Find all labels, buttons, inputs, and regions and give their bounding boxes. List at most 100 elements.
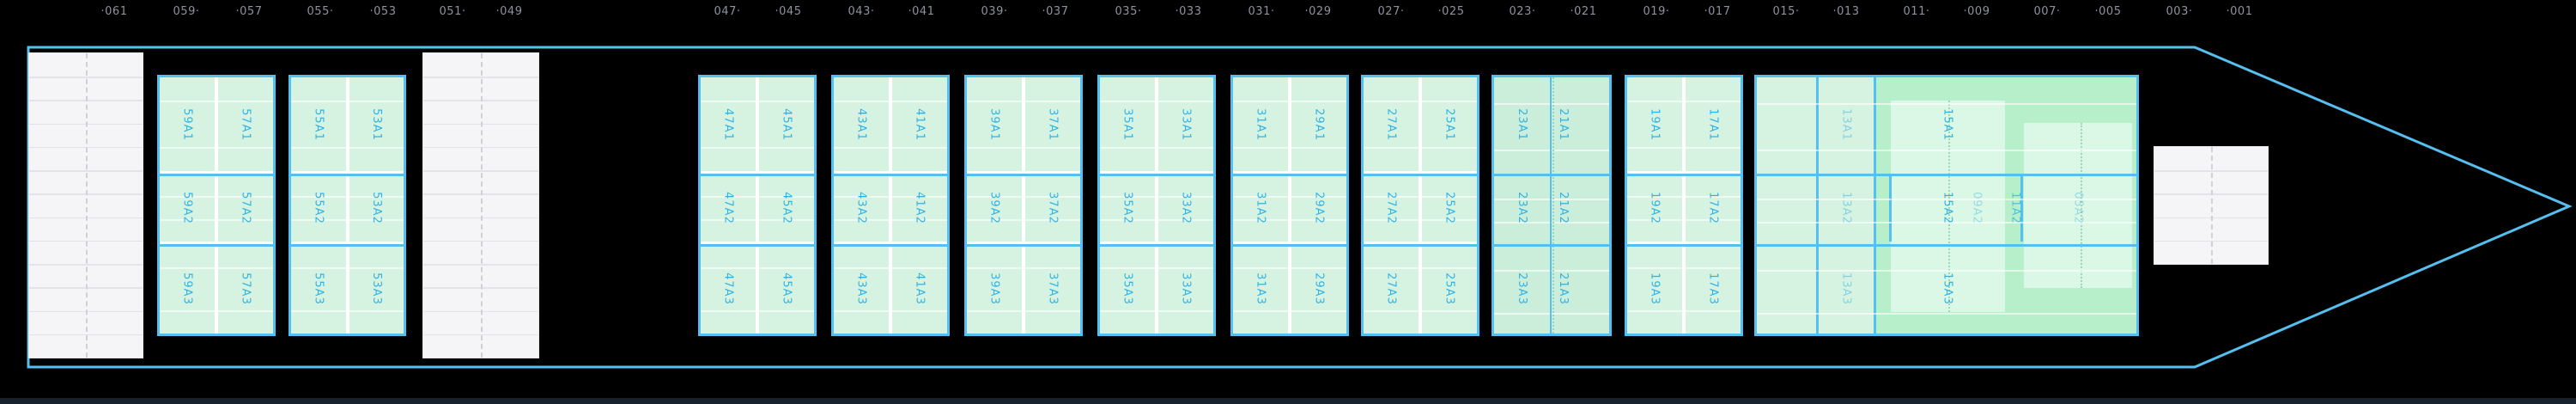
bay-cell-31A2[interactable]: 31A2 <box>1233 174 1288 242</box>
bay-cell-29A2[interactable]: 29A2 <box>1291 174 1346 242</box>
bay-label-45A3: 45A3 <box>780 272 793 305</box>
bay-cell-27A2[interactable]: 27A2 <box>1364 174 1419 242</box>
stern-hatch-grid-2 <box>422 52 539 358</box>
bay-label-21A2: 21A2 <box>1557 191 1570 224</box>
bay-cell-27A1[interactable]: 27A1 <box>1364 77 1419 171</box>
bay-cell-43A2[interactable]: 43A2 <box>834 174 889 242</box>
bay-label-57A2: 57A2 <box>239 191 252 224</box>
bay-cell-39A1[interactable]: 39A1 <box>967 77 1022 171</box>
bay-cell-45A2[interactable]: 45A2 <box>759 174 814 242</box>
bay-number-033: ·033 <box>1175 5 1202 18</box>
slot-subline <box>1686 267 1741 269</box>
slot-subline <box>1627 101 1682 102</box>
section-divider-line <box>1233 174 1346 176</box>
bow-overlay-panel-1 <box>1891 101 2005 312</box>
bay-number-047: 047· <box>714 5 741 18</box>
bay-number-011: 011· <box>1903 5 1930 18</box>
bay-pair-divider <box>1550 77 1552 334</box>
bay-label-53A2: 53A2 <box>369 191 383 224</box>
slot-subline <box>1364 219 1419 221</box>
bay-cell-41A1[interactable]: 41A1 <box>892 77 947 171</box>
bay-cell-47A2[interactable]: 47A2 <box>701 174 756 242</box>
bay-cell-33A3[interactable]: 33A3 <box>1158 244 1213 334</box>
bay-label-47A2: 47A2 <box>721 191 735 224</box>
bay-cell-35A2[interactable]: 35A2 <box>1100 174 1155 242</box>
bow-a2-vertical-line <box>1889 174 1892 242</box>
section-divider-line <box>1757 174 2136 176</box>
bay-cell-41A3[interactable]: 41A3 <box>892 244 947 334</box>
slot-subline <box>1757 222 2136 223</box>
bay-cell-27A3[interactable]: 27A3 <box>1364 244 1419 334</box>
bay-cell-55A3[interactable]: 55A3 <box>291 244 346 334</box>
bay-cell-25A3[interactable]: 25A3 <box>1422 244 1477 334</box>
slot-subline <box>1291 267 1346 269</box>
bay-cell-29A1[interactable]: 29A1 <box>1291 77 1346 171</box>
bay-number-055: 055· <box>307 5 334 18</box>
bay-label-57A1: 57A1 <box>239 107 252 141</box>
bay-cell-19A1[interactable]: 19A1 <box>1627 77 1682 171</box>
bay-number-059: 059· <box>173 5 200 18</box>
bay-cell-55A1[interactable]: 55A1 <box>291 77 346 171</box>
slot-subline <box>834 310 889 312</box>
slot-subline <box>1100 219 1155 221</box>
bay-cell-17A2[interactable]: 17A2 <box>1686 174 1741 242</box>
bay-cell-57A2[interactable]: 57A2 <box>218 174 273 242</box>
bay-cell-57A1[interactable]: 57A1 <box>218 77 273 171</box>
slot-subline <box>1233 196 1288 198</box>
slot-subline <box>349 267 404 269</box>
bay-cell-29A3[interactable]: 29A3 <box>1291 244 1346 334</box>
slot-subline <box>834 267 889 269</box>
bay-cell-19A2[interactable]: 19A2 <box>1627 174 1682 242</box>
slot-subline <box>1627 310 1682 312</box>
slot-subline <box>1686 196 1741 198</box>
bay-cell-25A2[interactable]: 25A2 <box>1422 174 1477 242</box>
bay-label-53A3: 53A3 <box>369 272 383 305</box>
section-divider-line <box>1364 174 1477 176</box>
bay-cell-33A2[interactable]: 33A2 <box>1158 174 1213 242</box>
bay-cell-59A1[interactable]: 59A1 <box>160 77 215 171</box>
bay-cell-31A3[interactable]: 31A3 <box>1233 244 1288 334</box>
bay-cell-47A3[interactable]: 47A3 <box>701 244 756 334</box>
bay-cell-55A2[interactable]: 55A2 <box>291 174 346 242</box>
bay-cell-17A1[interactable]: 17A1 <box>1686 77 1741 171</box>
bay-cell-53A1[interactable]: 53A1 <box>349 77 404 171</box>
bay-cell-33A1[interactable]: 33A1 <box>1158 77 1213 171</box>
bay-cell-59A2[interactable]: 59A2 <box>160 174 215 242</box>
slot-subline <box>160 219 215 221</box>
bay-cell-41A2[interactable]: 41A2 <box>892 174 947 242</box>
bay-label-09A2: 09A2 <box>1970 191 1984 224</box>
bay-cell-57A3[interactable]: 57A3 <box>218 244 273 334</box>
slot-subline <box>892 310 947 312</box>
slot-subline <box>291 310 346 312</box>
slot-subline <box>1364 196 1419 198</box>
bay-cell-47A1[interactable]: 47A1 <box>701 77 756 171</box>
bay-cell-25A1[interactable]: 25A1 <box>1422 77 1477 171</box>
bay-cell-37A2[interactable]: 37A2 <box>1025 174 1080 242</box>
bay-cell-35A1[interactable]: 35A1 <box>1100 77 1155 171</box>
bay-cell-35A3[interactable]: 35A3 <box>1100 244 1155 334</box>
bay-cell-53A2[interactable]: 53A2 <box>349 174 404 242</box>
bay-cell-37A3[interactable]: 37A3 <box>1025 244 1080 334</box>
slot-subline <box>1757 270 2136 272</box>
section-divider-line <box>160 244 273 247</box>
bay-cell-37A1[interactable]: 37A1 <box>1025 77 1080 171</box>
bay-cell-43A1[interactable]: 43A1 <box>834 77 889 171</box>
bay-cell-45A3[interactable]: 45A3 <box>759 244 814 334</box>
bay-cell-39A2[interactable]: 39A2 <box>967 174 1022 242</box>
slot-subline <box>1364 310 1419 312</box>
bay-cell-59A3[interactable]: 59A3 <box>160 244 215 334</box>
slot-subline <box>1364 101 1419 102</box>
bay-cell-19A3[interactable]: 19A3 <box>1627 244 1682 334</box>
slot-subline <box>349 196 404 198</box>
bay-cell-45A1[interactable]: 45A1 <box>759 77 814 171</box>
bay-cell-31A1[interactable]: 31A1 <box>1233 77 1288 171</box>
bay-cell-17A3[interactable]: 17A3 <box>1686 244 1741 334</box>
bay-cell-43A3[interactable]: 43A3 <box>834 244 889 334</box>
slot-subline <box>1494 199 1609 200</box>
bay-cell-39A3[interactable]: 39A3 <box>967 244 1022 334</box>
bay-label-43A2: 43A2 <box>854 191 868 224</box>
bay-number-049: ·049 <box>495 5 523 18</box>
slot-subline <box>218 267 273 269</box>
bay-cell-53A3[interactable]: 53A3 <box>349 244 404 334</box>
